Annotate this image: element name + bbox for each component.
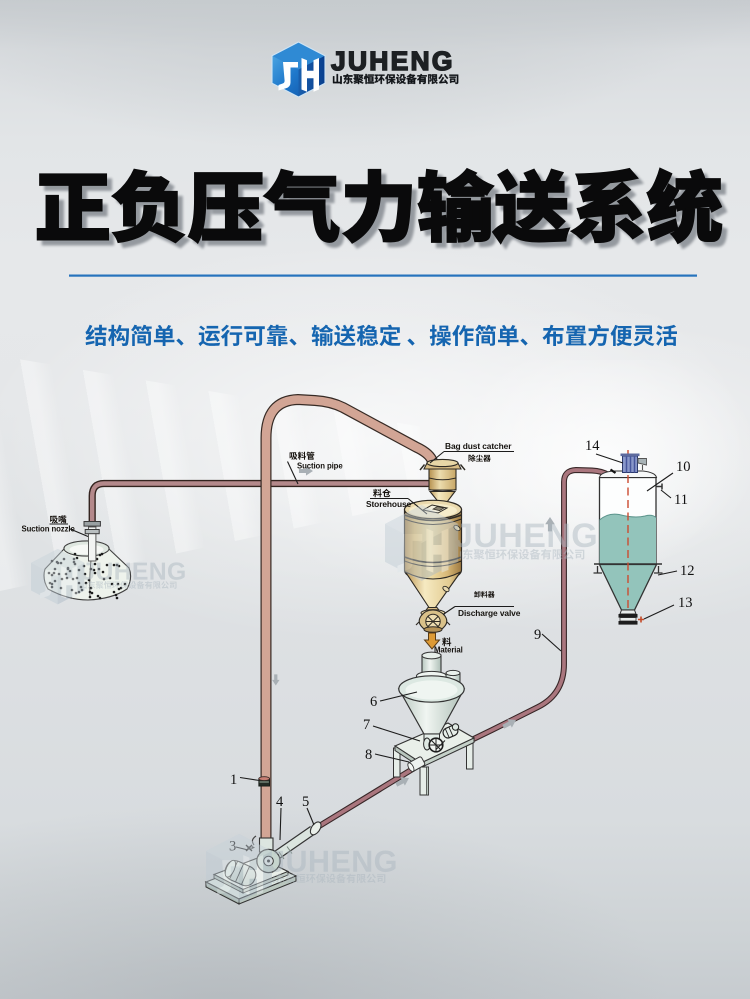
svg-text:6: 6 bbox=[370, 694, 377, 710]
svg-text:4: 4 bbox=[276, 794, 284, 810]
svg-text:Storehouse: Storehouse bbox=[366, 499, 412, 509]
svg-text:7: 7 bbox=[363, 717, 370, 733]
svg-text:12: 12 bbox=[680, 563, 695, 579]
svg-text:5: 5 bbox=[302, 794, 309, 810]
svg-text:13: 13 bbox=[678, 595, 693, 611]
svg-text:8: 8 bbox=[365, 747, 372, 763]
svg-text:Discharge valve: Discharge valve bbox=[458, 608, 521, 618]
svg-text:Suction nozzle: Suction nozzle bbox=[22, 525, 76, 534]
svg-text:9: 9 bbox=[534, 627, 541, 643]
svg-text:14: 14 bbox=[585, 438, 600, 454]
svg-text:Suction pipe: Suction pipe bbox=[297, 462, 343, 471]
svg-text:1: 1 bbox=[230, 772, 237, 788]
svg-text:Material: Material bbox=[434, 646, 463, 655]
svg-text:10: 10 bbox=[676, 459, 691, 475]
svg-text:Bag dust catcher: Bag dust catcher bbox=[445, 441, 512, 451]
svg-text:11: 11 bbox=[674, 492, 688, 508]
